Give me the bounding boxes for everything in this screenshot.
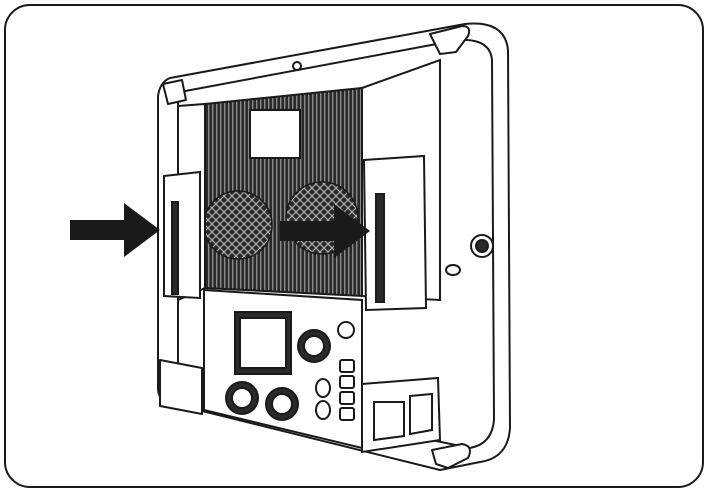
button-square-4 (339, 407, 355, 421)
battery-right (362, 154, 428, 312)
bottom-vent-block (361, 376, 442, 454)
insert-arrows (70, 203, 370, 258)
arrow-left (70, 203, 160, 257)
button-oval-1 (315, 378, 331, 398)
button-square-1 (339, 359, 355, 373)
battery-left (163, 170, 201, 300)
label-plate (249, 109, 301, 159)
button-square-2 (339, 375, 355, 389)
control-panel (203, 288, 363, 450)
rear-heatsink-panel (203, 86, 363, 298)
button-square-3 (339, 391, 355, 405)
arrow-right (280, 204, 370, 258)
fan-grill-left (203, 190, 273, 260)
button-oval-2 (315, 400, 331, 420)
button-round-top (337, 321, 355, 339)
